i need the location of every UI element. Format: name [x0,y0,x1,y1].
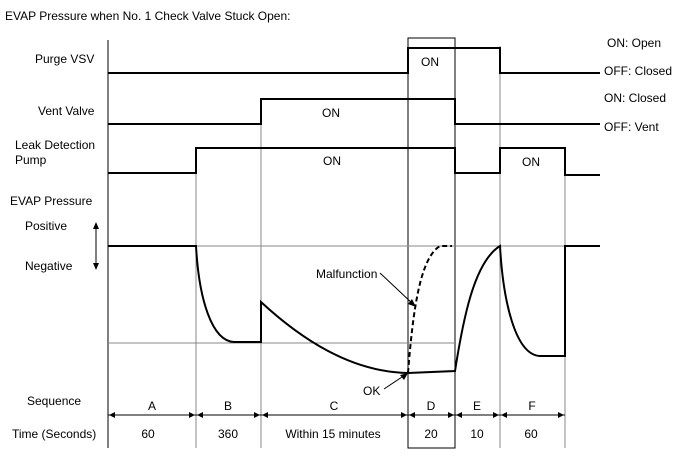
arrowhead-icon [262,412,268,418]
evap-pressure-label: EVAP Pressure [10,194,93,208]
arrowhead-icon [189,412,195,418]
diagram-title: EVAP Pressure when No. 1 Check Valve Stu… [5,9,290,23]
arrowhead-icon [401,412,407,418]
time-e: 10 [470,427,484,441]
purge-vsv-state-on: ON: Open [607,36,661,50]
time-label: Time (Seconds) [12,427,96,441]
malfunction-label: Malfunction [316,267,377,281]
leak-pump-signal [108,147,600,176]
ok-leader [383,374,406,390]
ok-arrow-icon [400,373,408,380]
vent-valve-state-off: OFF: Vent [604,120,659,134]
negative-arrowhead-icon [93,263,99,270]
sequence-label: Sequence [27,394,81,408]
arrowhead-icon [109,412,115,418]
leak-pump-on-text-1: ON [323,154,341,168]
arrowhead-icon [501,412,507,418]
leak-pump-on-text-2: ON [522,155,540,169]
leak-pump-label-line2: Pump [15,153,47,167]
sequence-a: A [148,399,156,413]
arrowhead-icon [493,412,499,418]
vent-valve-label: Vent Valve [38,104,95,118]
positive-arrowhead-icon [93,222,99,229]
malfunction-dashed-curve [407,245,452,374]
malfunction-arrow-icon [408,299,416,307]
purge-vsv-on-text: ON [421,55,439,69]
time-c: Within 15 minutes [285,427,380,441]
time-b: 360 [218,427,238,441]
purge-vsv-state-off: OFF: Closed [604,64,672,78]
sequence-e: E [473,399,481,413]
time-f: 60 [524,427,538,441]
arrowhead-icon [448,412,454,418]
sequence-d: D [427,399,436,413]
arrowhead-icon [197,412,203,418]
sequence-f: F [528,399,535,413]
phase-d-box [407,37,456,449]
sequence-c: C [330,399,339,413]
purge-vsv-label: Purge VSV [35,52,94,66]
evap-pressure-curve [108,244,600,375]
arrowhead-icon [254,412,260,418]
purge-vsv-signal [108,47,600,74]
time-d: 20 [424,427,438,441]
malfunction-leader [379,272,415,306]
vent-valve-signal [108,98,600,125]
leak-pump-label-line1: Leak Detection [15,138,95,152]
ok-label: OK [363,384,380,398]
arrowhead-icon [409,412,415,418]
vent-valve-on-text: ON [322,106,340,120]
arrowhead-icon [456,412,462,418]
sequence-b: B [224,399,232,413]
time-a: 60 [141,427,155,441]
sequence-arrowheads [109,412,564,418]
arrowhead-icon [558,412,564,418]
vent-valve-state-on: ON: Closed [604,91,666,105]
positive-label: Positive [25,219,67,233]
negative-label: Negative [25,259,73,273]
